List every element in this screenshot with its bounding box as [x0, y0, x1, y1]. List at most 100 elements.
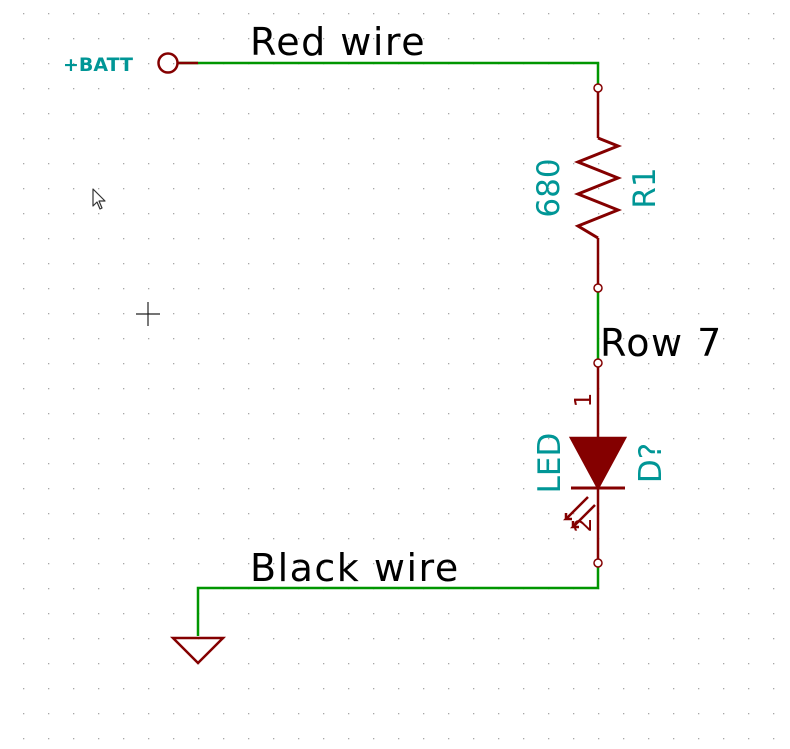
grid-dot	[398, 163, 400, 165]
grid-dot	[323, 363, 325, 365]
grid-dot	[648, 713, 650, 715]
black-wire[interactable]	[196, 563, 600, 636]
grid-dot	[273, 488, 275, 490]
grid-dot	[98, 688, 100, 690]
grid-dot	[48, 588, 50, 590]
grid-dot	[498, 238, 500, 240]
grid-dot	[73, 313, 75, 315]
grid-dot	[423, 13, 425, 15]
ground-symbol[interactable]	[169, 636, 227, 665]
grid-dot	[298, 738, 300, 740]
grid-dot	[773, 213, 775, 215]
grid-dot	[348, 438, 350, 440]
grid-dot	[748, 263, 750, 265]
grid-dot	[498, 638, 500, 640]
grid-dot	[248, 263, 250, 265]
grid-dot	[48, 488, 50, 490]
grid-dot	[323, 338, 325, 340]
grid-dot	[473, 238, 475, 240]
resistor-value[interactable]: 680	[531, 158, 567, 217]
grid-dot	[748, 113, 750, 115]
grid-dot	[248, 638, 250, 640]
grid-dot	[523, 413, 525, 415]
grid-dot	[673, 463, 675, 465]
grid-dot	[648, 163, 650, 165]
grid-dot	[773, 613, 775, 615]
grid-dot	[723, 488, 725, 490]
led-reference[interactable]: D?	[633, 443, 669, 483]
grid-dot	[298, 513, 300, 515]
net-label-red-wire[interactable]: Red wire	[250, 20, 426, 64]
grid-dot	[523, 263, 525, 265]
grid-dot	[523, 538, 525, 540]
grid-dot	[373, 488, 375, 490]
grid-dot	[573, 463, 575, 465]
grid-dot	[498, 363, 500, 365]
grid-dot	[448, 188, 450, 190]
resistor-reference[interactable]: R1	[627, 167, 663, 208]
net-label-row-7[interactable]: Row 7	[600, 321, 723, 365]
grid-dot	[223, 363, 225, 365]
grid-dot	[598, 213, 600, 215]
grid-dot	[273, 263, 275, 265]
grid-dot	[73, 713, 75, 715]
grid-dot	[648, 613, 650, 615]
grid-dot	[48, 688, 50, 690]
grid-dot	[223, 413, 225, 415]
grid-dot	[348, 413, 350, 415]
grid-dot	[198, 363, 200, 365]
grid-dot	[473, 713, 475, 715]
grid-dot	[648, 513, 650, 515]
grid-dot	[648, 63, 650, 65]
grid-dot	[73, 438, 75, 440]
grid-dot	[423, 213, 425, 215]
grid-dot	[698, 163, 700, 165]
grid-dot	[198, 138, 200, 140]
grid-dot	[123, 188, 125, 190]
grid-dot	[348, 563, 350, 565]
grid-dot	[673, 88, 675, 90]
grid-dot	[23, 163, 25, 165]
grid-dot	[273, 338, 275, 340]
resistor-r1[interactable]: 680 R1	[531, 83, 663, 293]
grid-dot	[723, 638, 725, 640]
grid-dot	[723, 588, 725, 590]
grid-dot	[698, 413, 700, 415]
grid-dot	[423, 438, 425, 440]
grid-dot	[398, 613, 400, 615]
grid-dot	[623, 738, 625, 740]
led-d[interactable]: 1 2 LED D?	[532, 358, 669, 568]
grid-dot	[323, 713, 325, 715]
grid-dot	[498, 738, 500, 740]
grid-dot	[123, 688, 125, 690]
grid-dot	[748, 363, 750, 365]
led-value[interactable]: LED	[532, 433, 568, 494]
grid-dot	[673, 563, 675, 565]
grid-dot	[223, 38, 225, 40]
grid-dot	[623, 63, 625, 65]
grid-dot	[523, 513, 525, 515]
net-label-black-wire[interactable]: Black wire	[250, 546, 460, 590]
grid-dot	[298, 88, 300, 90]
red-wire[interactable]	[178, 61, 600, 88]
batt-power-port[interactable]: +BATT	[63, 52, 198, 77]
grid-dot	[73, 688, 75, 690]
grid-dot	[298, 388, 300, 390]
grid-dot	[223, 388, 225, 390]
grid-dot	[273, 288, 275, 290]
grid-dot	[748, 463, 750, 465]
grid-dot	[698, 713, 700, 715]
grid-dot	[573, 688, 575, 690]
grid-dot	[548, 13, 550, 15]
grid-dot	[773, 463, 775, 465]
grid-dot	[648, 238, 650, 240]
grid-dot	[173, 313, 175, 315]
grid-dot	[373, 363, 375, 365]
grid-dot	[698, 563, 700, 565]
grid-dot	[723, 538, 725, 540]
grid-dot	[548, 238, 550, 240]
grid-dot	[773, 238, 775, 240]
grid-dot	[73, 738, 75, 740]
